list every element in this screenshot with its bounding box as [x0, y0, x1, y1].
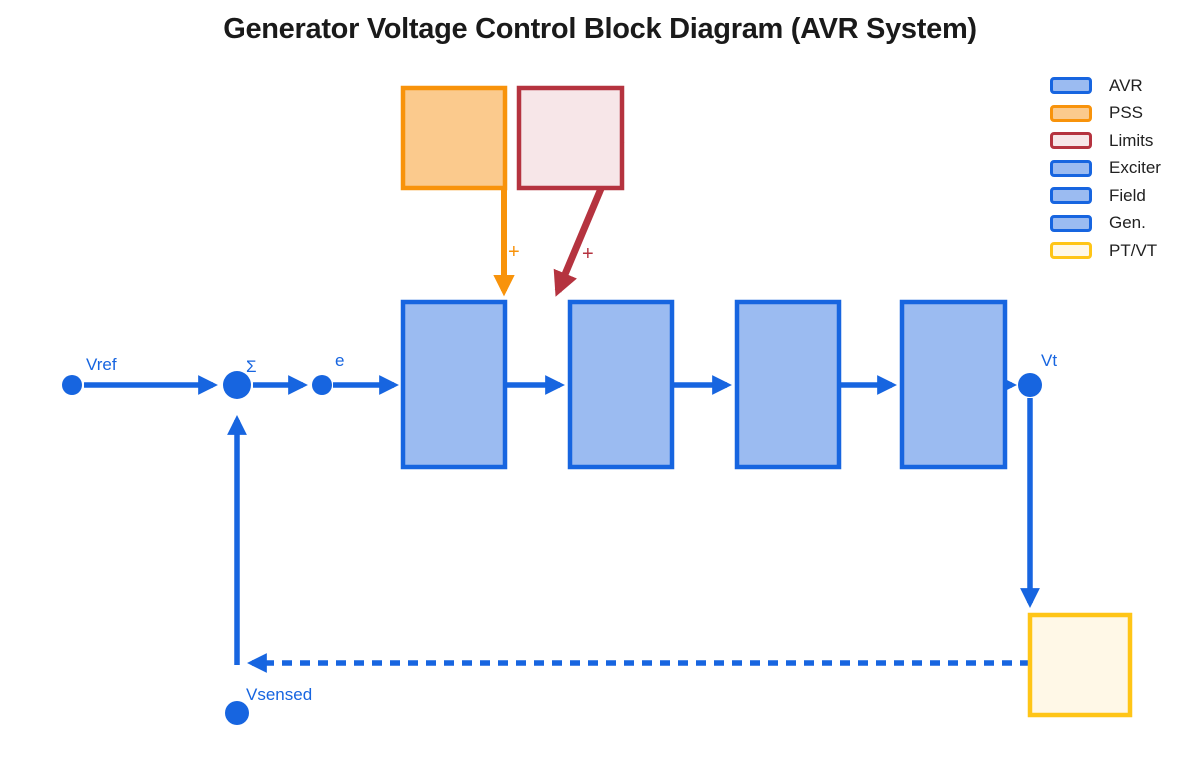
error-label: e	[335, 351, 344, 370]
legend-swatch-field	[1050, 187, 1092, 205]
vsensed-node	[225, 701, 249, 725]
generator-block	[899, 299, 1008, 470]
legend-label-exciter: Exciter	[1109, 158, 1161, 178]
field-block	[734, 299, 842, 470]
limits-plus-sign: +	[582, 243, 594, 265]
summing-junction-node	[223, 371, 251, 399]
legend-label-limits: Limits	[1109, 130, 1154, 150]
legend-item-pss: PSS	[1050, 100, 1161, 128]
legend-swatch-limits	[1050, 132, 1092, 150]
ptvt-block	[1027, 612, 1133, 718]
limits-block	[516, 85, 625, 191]
legend-item-ptvt: PT/VT	[1050, 237, 1161, 265]
avr-block	[400, 299, 508, 470]
pss-plus-sign: +	[508, 241, 520, 263]
pss-block	[400, 85, 508, 191]
legend-label-field: Field	[1109, 185, 1146, 205]
vsensed-label: Vsensed	[246, 685, 312, 704]
vt-node	[1018, 373, 1042, 397]
legend-label-pss: PSS	[1109, 103, 1144, 123]
vref-node	[62, 375, 82, 395]
legend-label-ptvt: PT/VT	[1109, 240, 1158, 260]
legend-swatch-gen	[1050, 214, 1092, 232]
legend-label-gen: Gen.	[1109, 213, 1146, 233]
legend-swatch-exciter	[1050, 159, 1092, 177]
sum-label: Σ	[246, 357, 257, 376]
legend-item-exciter: Exciter	[1050, 155, 1161, 183]
exciter-block	[567, 299, 675, 470]
legend-label-avr: AVR	[1109, 75, 1143, 95]
page-title: Generator Voltage Control Block Diagram …	[223, 13, 977, 45]
legend-swatch-avr	[1050, 77, 1092, 95]
vt-label: Vt	[1041, 351, 1057, 370]
legend-item-field: Field	[1050, 182, 1161, 210]
legend-item-limits: Limits	[1050, 127, 1161, 155]
vref-label: Vref	[86, 355, 117, 374]
legend-item-avr: AVR	[1050, 72, 1161, 100]
error-node	[312, 375, 332, 395]
legend-swatch-pss	[1050, 104, 1092, 122]
legend-swatch-ptvt	[1050, 242, 1092, 260]
legend-item-gen: Gen.	[1050, 210, 1161, 238]
